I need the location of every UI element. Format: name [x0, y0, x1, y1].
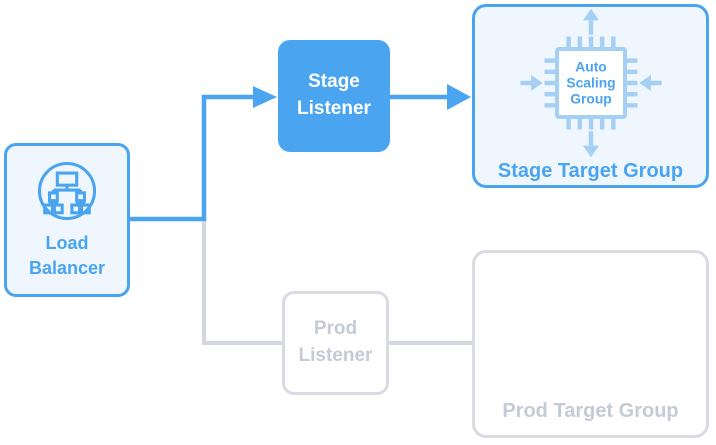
stage-listener-label: Stage Listener	[297, 71, 371, 119]
load-balancer-label: Load Balancer	[28, 233, 106, 278]
stage-target-group-label: Stage Target Group	[497, 160, 684, 182]
node-load-balancer: Load Balancer	[4, 143, 130, 297]
auto-scaling-group-icon: Auto Scaling Group	[519, 8, 662, 158]
asg-text-line2: Scaling	[566, 74, 615, 90]
scale-down-arrow-icon	[582, 131, 599, 158]
connector-lb-to-stage-listener	[130, 94, 253, 222]
arrowhead-into-stage-listener	[253, 86, 277, 108]
load-balancer-icon	[37, 162, 97, 221]
arrowhead-into-stage-target	[447, 84, 471, 110]
scale-up-arrow-icon	[582, 8, 599, 35]
node-stage-listener: Stage Listener	[278, 40, 390, 152]
scale-in-right-arrow-icon	[638, 74, 662, 92]
connector-lb-to-prod-listener	[202, 217, 282, 345]
node-stage-target-group: Auto Scaling Group Stage Target Group	[472, 4, 709, 188]
asg-text-line1: Auto	[575, 58, 607, 74]
node-prod-listener: Prod Listener	[282, 291, 389, 395]
asg-text-line3: Group	[570, 91, 612, 107]
scale-in-left-arrow-icon	[519, 74, 543, 92]
prod-listener-label: Prod Listener	[298, 318, 373, 366]
node-prod-target-group: Prod Target Group	[472, 250, 709, 438]
prod-target-group-label: Prod Target Group	[502, 400, 679, 422]
